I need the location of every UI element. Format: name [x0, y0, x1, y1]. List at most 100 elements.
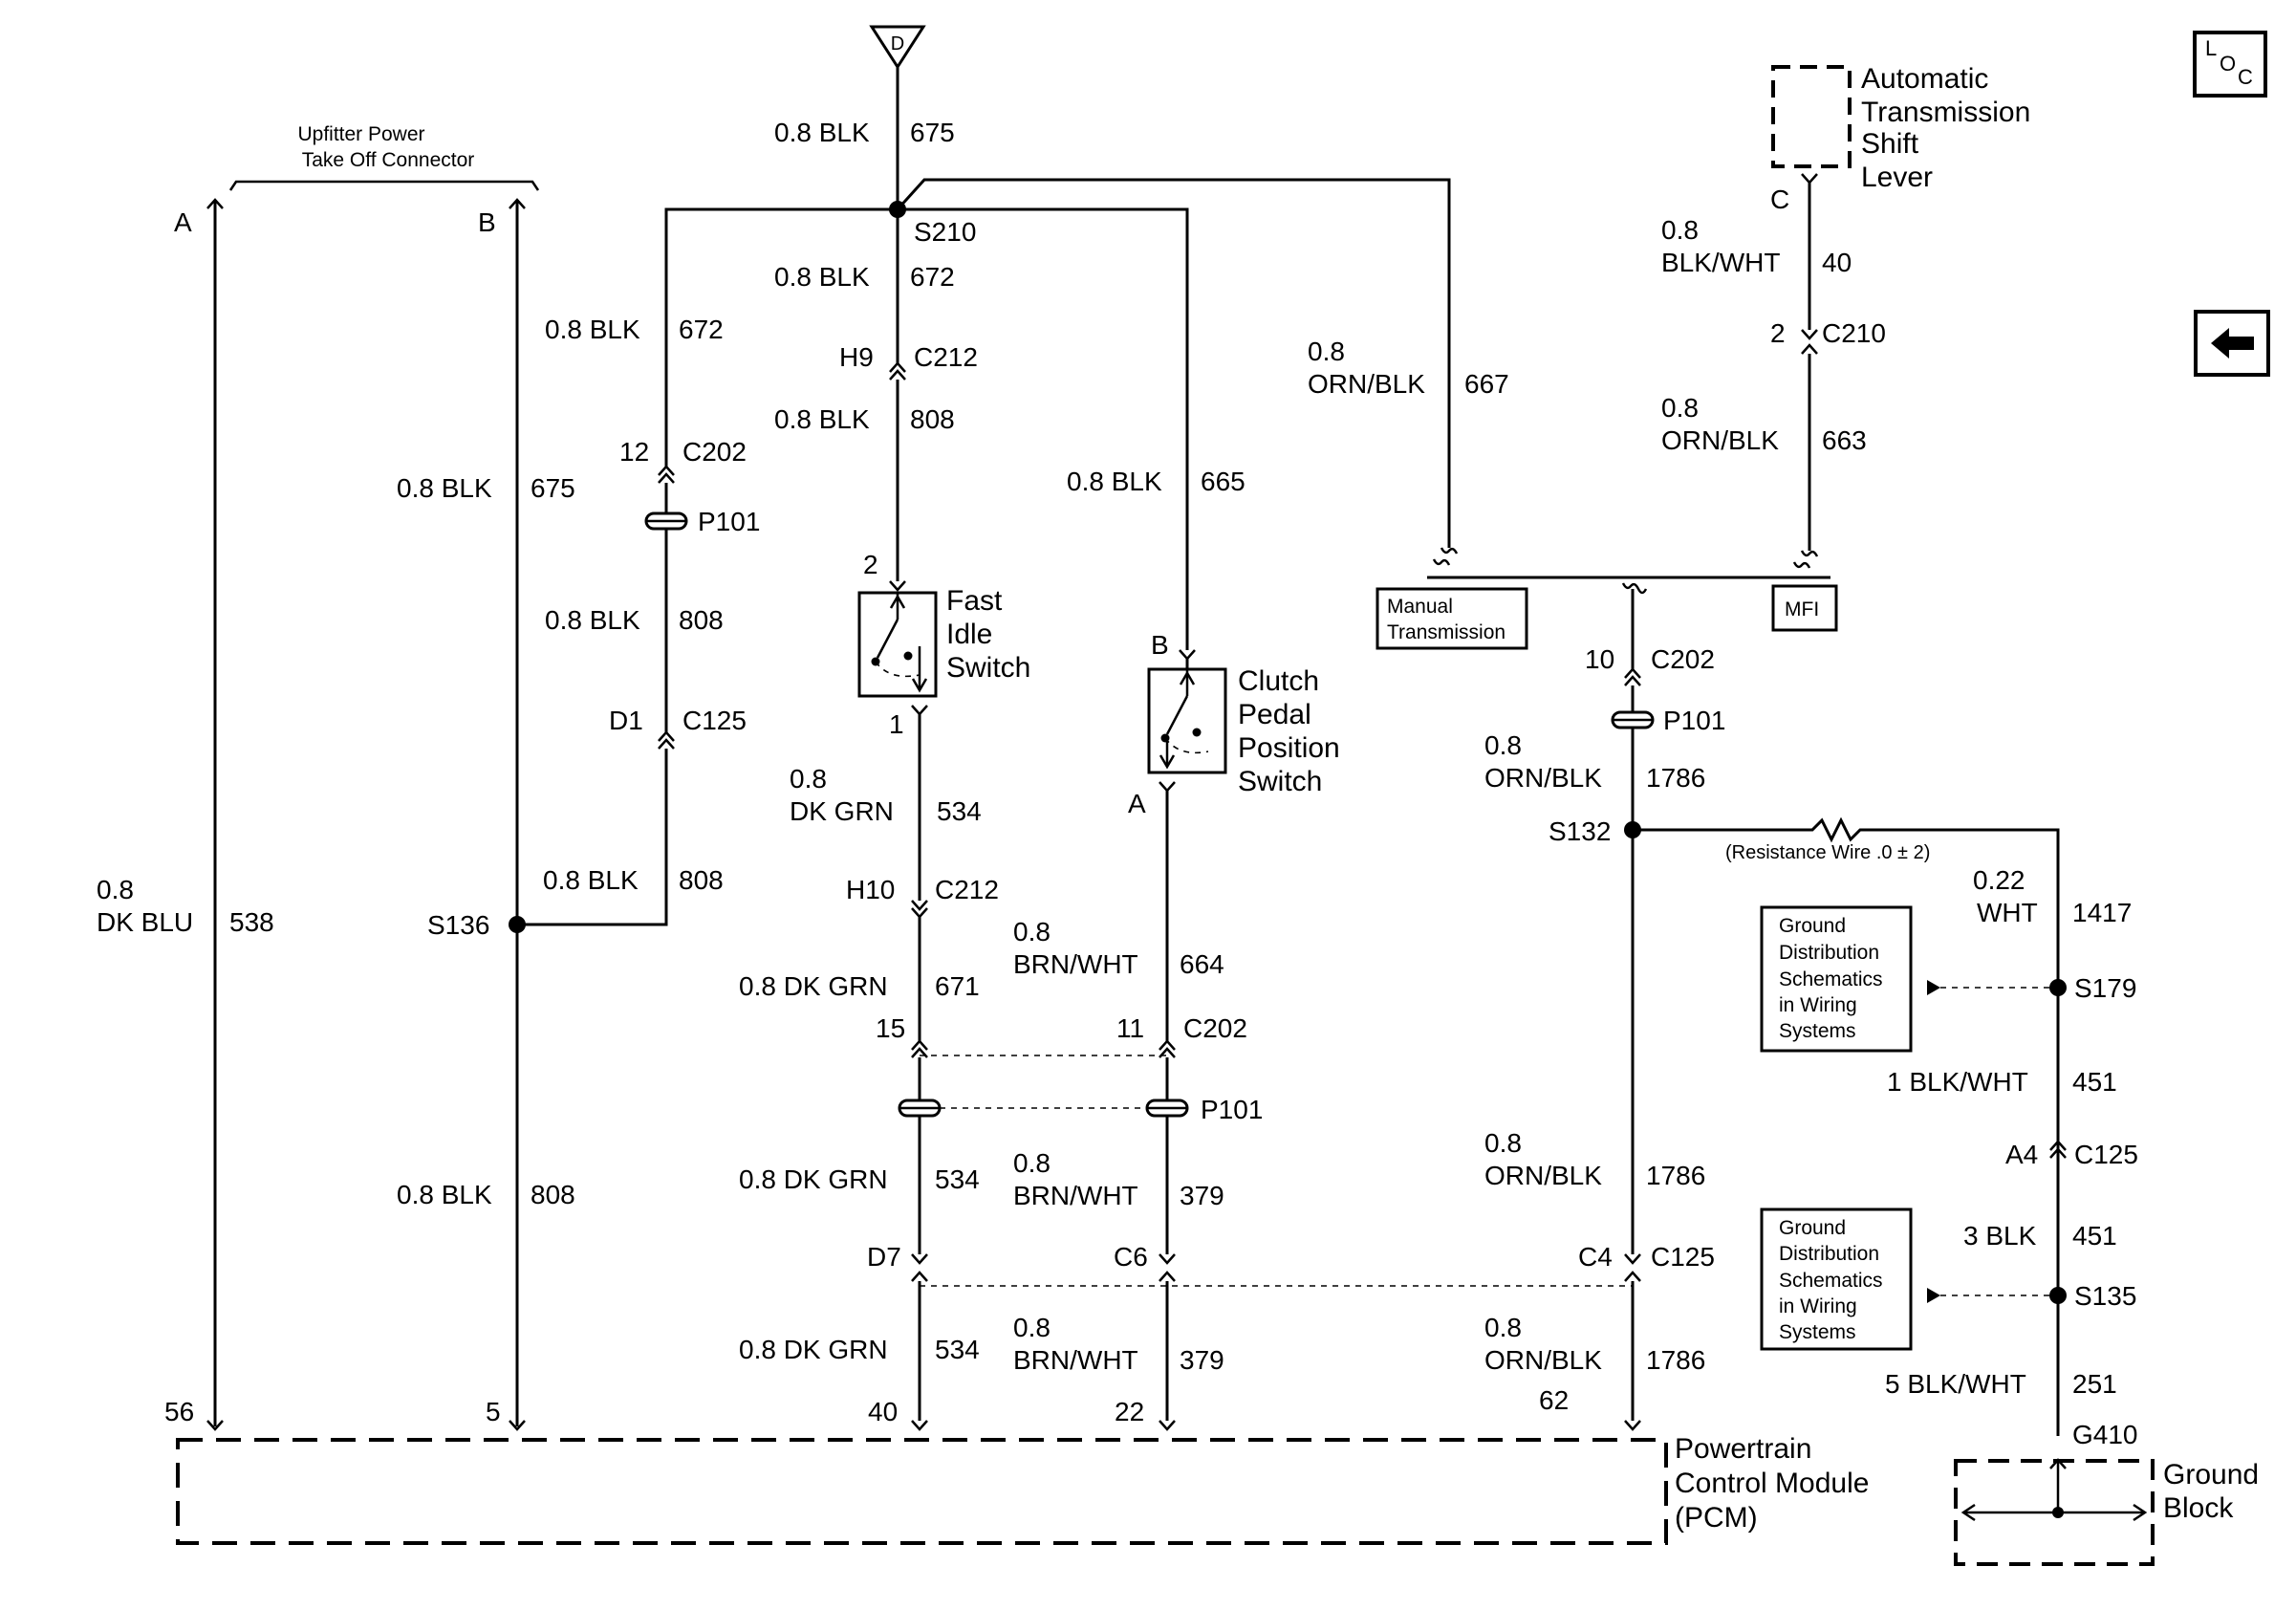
left-808-gauge: 0.8 BLK — [545, 605, 640, 635]
clutch-label-3: Position — [1238, 732, 1340, 764]
c125-a4-conn: C125 — [2074, 1140, 2138, 1169]
c212-h9-conn: C212 — [914, 342, 978, 372]
s135-splice — [2049, 1287, 2067, 1304]
ground-symbol: D 0.8 BLK 675 S210 — [774, 25, 1451, 650]
ground-distribution-ref-1[interactable]: Ground Distribution Schematics in Wiring… — [1760, 905, 2049, 1053]
fast-idle-label-3: Switch — [946, 652, 1030, 684]
gd1-line5: Systems — [1779, 1020, 1856, 1042]
ground-distribution-ref-2[interactable]: Ground Distribution Schematics in Wiring… — [1760, 1208, 2049, 1351]
wire-1417-gauge-1: 0.22 — [1973, 865, 2025, 895]
wire-667-gauge-1: 0.8 — [1308, 337, 1345, 366]
pcm-label-1: Powertrain — [1675, 1433, 1811, 1465]
clutch-label-1: Clutch — [1238, 665, 1319, 697]
wire-672-left-gauge: 0.8 BLK — [545, 315, 640, 344]
wire-1786-top-gauge-2: ORN/BLK — [1484, 763, 1602, 793]
wire-672-center-gauge: 0.8 BLK — [774, 262, 870, 292]
wire-1786-low-circuit: 1786 — [1646, 1345, 1705, 1375]
clutch-pin-a: A — [1128, 789, 1146, 818]
wire-1786-low-gauge-1: 0.8 — [1484, 1313, 1522, 1342]
wire-538-gauge-2: DK BLU — [97, 907, 193, 937]
wire-665-circuit: 665 — [1201, 467, 1245, 496]
loc-o: O — [2220, 52, 2236, 76]
c212-h9-pin: H9 — [839, 342, 874, 372]
wire-675-circuit: 675 — [531, 473, 575, 503]
pto-pin-b: B — [478, 207, 496, 237]
wire-451-b-gauge: 3 BLK — [1963, 1221, 2037, 1251]
pcm-box: Powertrain Control Module (PCM) — [176, 1433, 1869, 1545]
wire-379-mid-gauge-1: 0.8 — [1013, 1148, 1051, 1178]
wire-671-gauge: 0.8 DK GRN — [739, 971, 888, 1001]
gd2-line4: in Wiring — [1779, 1295, 1857, 1317]
wire-40-gauge-1: 0.8 — [1661, 215, 1699, 245]
wire-1417-gauge-2: WHT — [1977, 898, 2038, 927]
c212-h10-pin: H10 — [846, 875, 895, 904]
pcm-pin-56: 56 — [164, 1397, 194, 1426]
c210-conn: C210 — [1822, 318, 1886, 348]
pcm-label-3: (PCM) — [1675, 1502, 1758, 1534]
s179-splice — [2049, 979, 2067, 996]
c125-a4-pin: A4 — [2005, 1140, 2038, 1169]
s136-808-circuit: 808 — [679, 865, 724, 895]
clutch-label-2: Pedal — [1238, 699, 1311, 730]
manual-transmission-box: Manual Transmission — [1375, 587, 1528, 650]
pcm-pin-22: 22 — [1115, 1397, 1144, 1426]
wire-534: 0.8 DK GRN 534 H10 C212 0.8 DK GRN 671 1… — [739, 714, 999, 1431]
c202-pin-15: 15 — [876, 1013, 905, 1043]
loc-button[interactable]: L O C — [2193, 31, 2267, 98]
wire-451-a-gauge: 1 BLK/WHT — [1887, 1067, 2028, 1097]
wire-663-circuit: 663 — [1822, 425, 1867, 455]
wire-538-circuit: 538 — [229, 907, 274, 937]
wire-379-low-circuit: 379 — [1180, 1345, 1224, 1375]
fast-idle-pin-1: 1 — [889, 709, 904, 739]
mfi-box-label: MFI — [1785, 598, 1819, 620]
at-lever-pin-c: C — [1770, 185, 1789, 214]
left-c202-pin: 12 — [619, 437, 649, 467]
mfi-box: MFI — [1771, 584, 1838, 632]
wire-672-center: 0.8 BLK 672 H9 C212 0.8 BLK 808 2 — [774, 262, 978, 592]
wire-672-left-circuit: 672 — [679, 315, 724, 344]
gd2-line5: Systems — [1779, 1321, 1856, 1343]
wire-534-top-gauge-2: DK GRN — [790, 796, 894, 826]
g410-label: G410 — [2072, 1420, 2138, 1449]
c125-d1-conn: C125 — [682, 706, 747, 735]
manual-box-label-1: Manual — [1387, 596, 1453, 618]
wire-672-left-branch: 0.8 BLK 672 12 C202 P101 0.8 BLK 808 D1 … — [517, 207, 898, 926]
loc-c: C — [2238, 65, 2253, 89]
gd1-line4: in Wiring — [1779, 994, 1857, 1016]
wire-1786-mid-circuit: 1786 — [1646, 1161, 1705, 1190]
center-p101-label: P101 — [1201, 1095, 1263, 1124]
s179-label: S179 — [2074, 973, 2136, 1003]
wire-664-circuit: 664 — [1180, 949, 1224, 979]
s136-label: S136 — [427, 910, 489, 940]
wire-808-lower-gauge: 0.8 BLK — [397, 1180, 492, 1209]
s136-808-gauge: 0.8 BLK — [543, 865, 639, 895]
wire-379-low-gauge-1: 0.8 — [1013, 1313, 1051, 1342]
wire-808-lower-circuit: 808 — [531, 1180, 575, 1209]
wire-664-gauge-1: 0.8 — [1013, 917, 1051, 946]
wire-1786-mid-gauge-2: ORN/BLK — [1484, 1161, 1602, 1190]
wire-451-a-circuit: 451 — [2072, 1067, 2117, 1097]
clutch-label-4: Switch — [1238, 766, 1322, 797]
gd2-line2: Distribution — [1779, 1243, 1879, 1265]
s135-label: S135 — [2074, 1281, 2136, 1311]
wire-667-circuit: 667 — [1464, 369, 1509, 399]
wire-667-gauge-2: ORN/BLK — [1308, 369, 1425, 399]
pto-label-line1: Upfitter Power — [297, 123, 424, 145]
loc-l: L — [2205, 36, 2217, 60]
c125-d1-pin: D1 — [609, 706, 643, 735]
pto-pin-a: A — [174, 207, 192, 237]
c125-c4-conn: C125 — [1651, 1242, 1715, 1272]
right-p101-label: P101 — [1663, 706, 1725, 735]
wire-538-gauge-1: 0.8 — [97, 875, 134, 904]
at-lever-label-2: Transmission — [1861, 97, 2030, 128]
clutch-pedal-position-switch: Clutch Pedal Position Switch A — [1128, 665, 1340, 818]
fast-idle-pin-2: 2 — [863, 550, 878, 579]
wire-534-mid-circuit: 534 — [935, 1164, 980, 1194]
left-arrow-icon — [2211, 328, 2254, 359]
c125-c6-pin: C6 — [1114, 1242, 1148, 1272]
wire-667: 0.8 ORN/BLK 667 — [1308, 337, 1509, 566]
c212-h10-conn: C212 — [935, 875, 999, 904]
center-808-gauge: 0.8 BLK — [774, 404, 870, 434]
back-button[interactable] — [2194, 310, 2270, 377]
gd1-line3: Schematics — [1779, 968, 1883, 990]
